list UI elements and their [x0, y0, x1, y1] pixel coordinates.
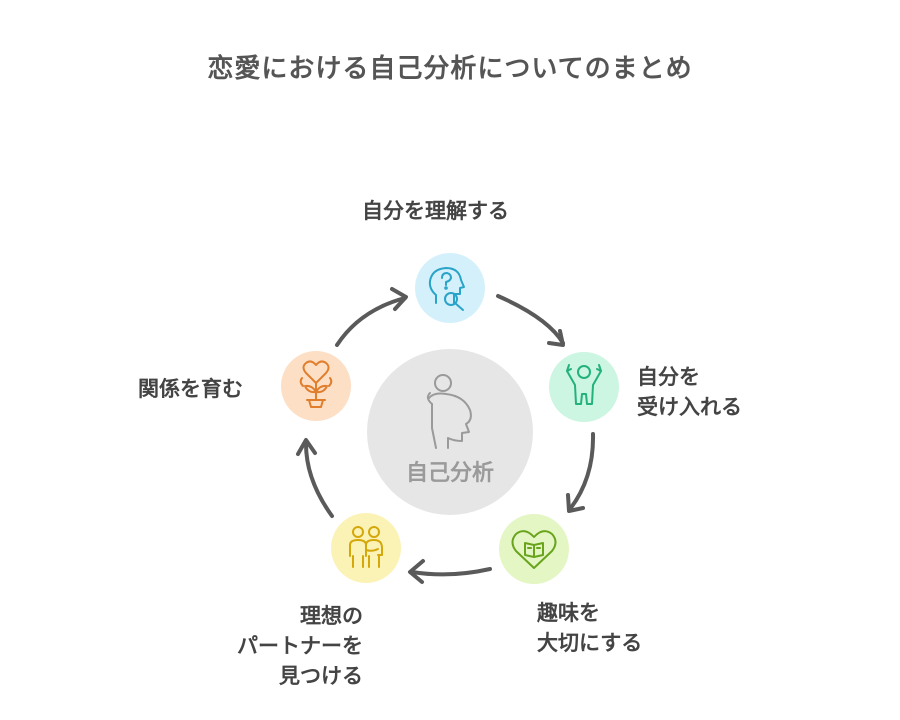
arrow-4-to-5 [304, 442, 334, 518]
step-circle-understand [415, 253, 485, 323]
diagram-title: 恋愛における自己分析についてのまとめ [207, 54, 693, 84]
head-question-icon [428, 267, 465, 311]
arrow-4-to-5-head [296, 438, 317, 456]
center-label: 自己分析 [406, 460, 494, 486]
arrow-1-to-2 [496, 294, 565, 345]
step-circle-accept [549, 352, 619, 422]
step-label-understand: 自分を理解する [362, 199, 509, 223]
center-circle [367, 349, 533, 515]
arrow-2-to-3-head [566, 493, 585, 513]
arrow-3-to-4-head [408, 559, 425, 584]
arrow-3-to-4 [410, 567, 492, 577]
step-label-partner: 理想の パートナーを 見つける [237, 604, 363, 688]
step-label-nurture: 関係を育む [138, 377, 243, 401]
arrow-5-to-1 [335, 296, 407, 347]
step-label-hobby: 趣味を 大切にする [537, 601, 643, 655]
heart-book-icon [511, 530, 557, 569]
person-raised-arms-icon [566, 364, 602, 405]
arrow-2-to-3 [568, 432, 596, 511]
person-head-icon [426, 374, 472, 449]
arrow-5-to-1-head [390, 287, 408, 311]
heart-plant-icon [299, 360, 333, 408]
couple-icon [349, 526, 383, 568]
arrow-1-to-2-head [547, 329, 565, 347]
step-label-accept: 自分を 受け入れる [637, 365, 742, 419]
